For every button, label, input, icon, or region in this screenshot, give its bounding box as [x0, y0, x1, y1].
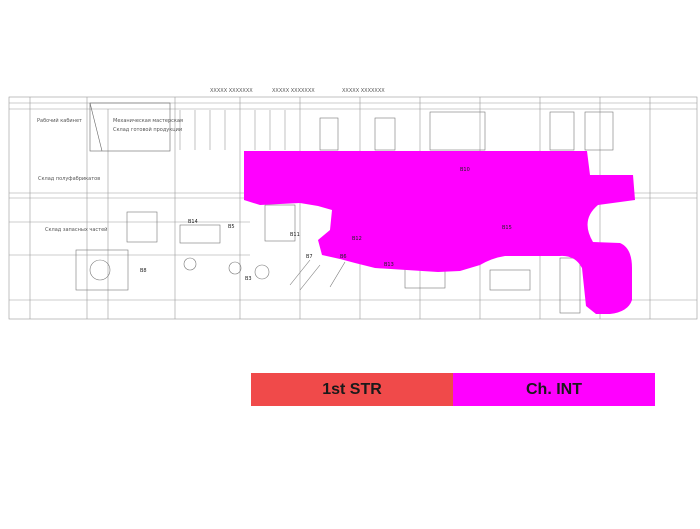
header-label: XXXXX XXXXXXX — [210, 88, 253, 94]
equipment-tag: B8 — [140, 268, 147, 274]
equipment-tag: B10 — [460, 167, 470, 173]
equipment-tag: B12 — [352, 236, 362, 242]
area-label: Склад полуфабрикатов — [38, 176, 100, 182]
equipment-tag: B6 — [340, 254, 347, 260]
header-label: XXXXX XXXXXXX — [272, 88, 315, 94]
equipment-tag: B7 — [306, 254, 313, 260]
legend-ch-int: Ch. INT — [453, 373, 655, 406]
equipment-tag: B13 — [384, 262, 394, 268]
equipment-tags: B14 B5 B11 B7 B6 B12 B13 B3 B10 B15 B8 — [140, 167, 512, 282]
area-labels: Рабочий кабинет Механическая мастерская … — [37, 117, 183, 233]
area-label: Механическая мастерская — [113, 118, 183, 124]
header-labels: XXXXX XXXXXXX XXXXX XXXXXXX XXXXX XXXXXX… — [210, 88, 385, 94]
area-label: Рабочий кабинет — [37, 117, 82, 124]
chemical-intermediate-zone — [244, 151, 635, 314]
equipment-tag: B15 — [502, 225, 512, 231]
equipment-tag: B11 — [290, 232, 300, 238]
equipment-tag: B3 — [245, 276, 252, 282]
header-label: XXXXX XXXXXXX — [342, 88, 385, 94]
area-label: Склад запасных частей — [45, 226, 107, 233]
legend-label: 1st STR — [322, 380, 382, 398]
equipment-tag: B5 — [228, 224, 235, 230]
equipment-tag: B14 — [188, 219, 198, 225]
area-label: Склад готовой продукции — [113, 126, 182, 133]
legend-first-str: 1st STR — [251, 373, 453, 406]
legend-label: Ch. INT — [526, 380, 582, 398]
